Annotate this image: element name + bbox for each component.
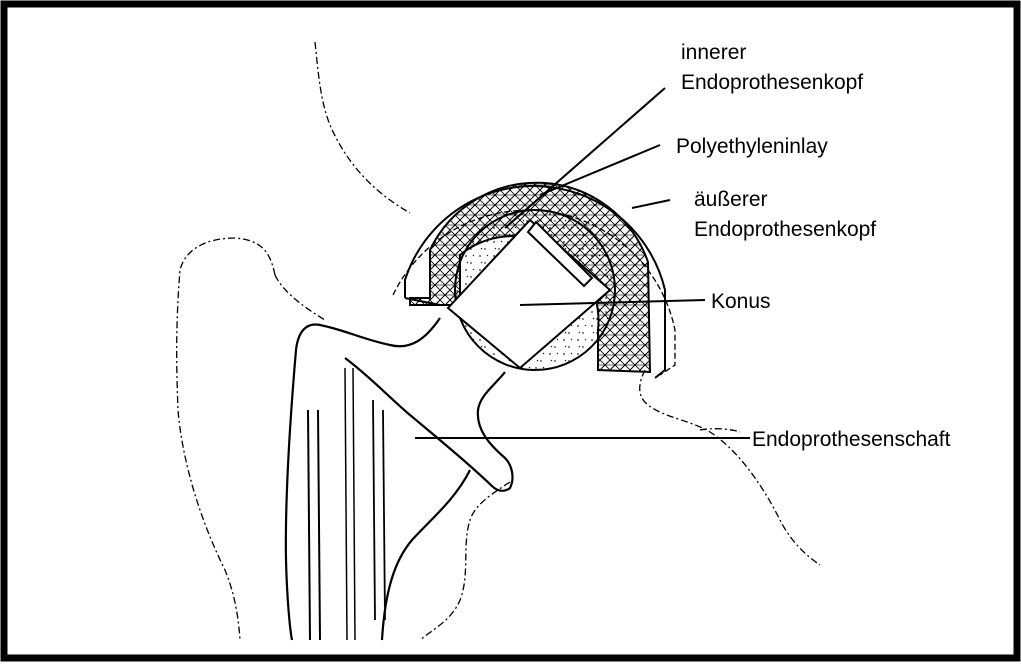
label-inner-head-line2: Endoprothesenkopf [681,68,863,98]
pelvis-outline-lower [640,370,820,565]
femoral-stem [286,318,513,640]
label-polyethylene: Polyethyleninlay [676,132,828,162]
pelvis-outline-tip [700,429,740,432]
lesser-trochanter-outline [420,482,510,640]
label-outer-head-line2: Endoprothesenkopf [694,215,876,245]
greater-trochanter-outline [275,275,325,320]
label-inner-head: innerer Endoprothesenkopf [681,38,863,98]
label-outer-head-line1: äußerer [694,185,876,215]
label-cone: Konus [711,287,771,317]
label-stem: Endoprothesenschaft [752,425,950,455]
leader-polyethylene [540,145,660,195]
label-inner-head-line1: innerer [681,38,863,68]
pelvis-outline-upper [315,42,410,213]
leader-outer-head [632,200,670,208]
femur-outline-left [177,238,275,640]
label-outer-head: äußerer Endoprothesenkopf [694,185,876,245]
